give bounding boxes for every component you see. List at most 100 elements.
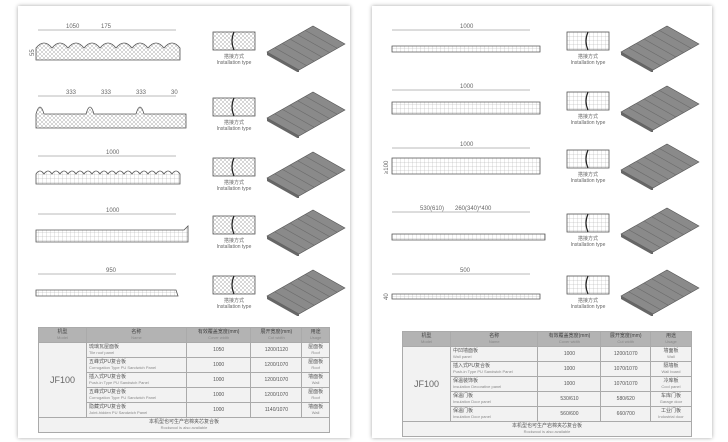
joint-detail-drawing bbox=[566, 149, 610, 169]
usage-en: Wall bbox=[311, 410, 320, 415]
usage-en: Garage door bbox=[659, 399, 683, 404]
install-label-cn: 搭接方式 bbox=[577, 236, 598, 242]
name-en: Insulation Door panel bbox=[453, 414, 491, 419]
header-cn: 名称 bbox=[131, 329, 142, 335]
dimension-label: 1000 bbox=[460, 84, 474, 90]
usage-cn: 隔墙板 bbox=[663, 363, 679, 369]
name-en: Corrugation Type PU Sandwich Panel bbox=[89, 365, 157, 370]
name-en: Push-in Type PU Sandwich Panel bbox=[89, 380, 149, 385]
usage-cn: 墙面板 bbox=[308, 374, 324, 380]
panel-3d-render bbox=[266, 91, 346, 138]
panel-3d-render bbox=[266, 269, 346, 316]
header-en: Cut width bbox=[617, 339, 635, 344]
usage-en: Cool panel bbox=[661, 384, 681, 389]
install-label-cn: 搭接方式 bbox=[577, 114, 598, 120]
cover-width-cell: 1000 bbox=[185, 387, 252, 403]
install-label-en: Installation type bbox=[570, 60, 606, 66]
column-header: 展开宽度(mm)Cut width bbox=[250, 327, 303, 343]
name-en: Joint-hidden PU Sandwich Panel bbox=[89, 410, 148, 415]
install-label-en: Installation type bbox=[570, 120, 606, 126]
footer-en: Rockwool is also available bbox=[523, 429, 571, 434]
usage-cn: 屋面板 bbox=[308, 359, 324, 365]
name-en: Insulation Decorative panel bbox=[453, 384, 502, 389]
install-label-en: Installation type bbox=[216, 244, 252, 250]
dimension-label: 333 bbox=[136, 90, 147, 96]
header-en: Name bbox=[131, 335, 142, 340]
install-label-en: Installation type bbox=[216, 186, 252, 192]
name-cn: 五峰式PU复合板 bbox=[89, 389, 126, 395]
header-en: Usage bbox=[309, 335, 322, 340]
header-en: Cut width bbox=[268, 335, 285, 340]
install-label-en: Installation type bbox=[216, 126, 252, 132]
install-label-cn: 搭接方式 bbox=[577, 298, 598, 304]
name-cn: 中凹墙面板 bbox=[453, 348, 479, 354]
usage-cn: 墙面板 bbox=[663, 348, 679, 354]
joint-detail-drawing bbox=[212, 157, 256, 177]
panel-profile-drawing: 1000 bbox=[35, 150, 181, 185]
install-label-cn: 搭接方式 bbox=[223, 54, 244, 60]
name-en: Push-in Type PU Sandwich Panel bbox=[453, 369, 513, 374]
model-cell: JF100 bbox=[38, 342, 87, 418]
joint-detail-drawing bbox=[212, 275, 256, 295]
header-en: Cover width bbox=[558, 339, 580, 344]
name-cn: 五峰式PU复合板 bbox=[89, 359, 126, 365]
usage-en: Roof bbox=[311, 395, 320, 400]
header-cn: 机型 bbox=[57, 329, 68, 335]
cut-width-cell: 1140/1070 bbox=[250, 402, 303, 418]
footer-en: Rockwool is also available bbox=[160, 425, 208, 430]
install-label-en: Installation type bbox=[216, 304, 252, 310]
dimension-label: 500 bbox=[460, 268, 471, 274]
usage-en: Wall bbox=[311, 380, 320, 385]
panel-row: 33333333330996搭接方式Installation type bbox=[18, 86, 350, 146]
cover-width-cell: 530/610 bbox=[537, 391, 602, 407]
panel-3d-render bbox=[266, 25, 346, 72]
panel-3d-render bbox=[620, 269, 700, 316]
usage-en: Roof bbox=[311, 365, 320, 370]
header-cn: 名称 bbox=[489, 333, 500, 339]
dimension-label: 1000 bbox=[106, 150, 120, 156]
panel-profile-drawing: 530(610)260(340)*400 bbox=[391, 206, 546, 241]
usage-cn: 墙面板 bbox=[308, 404, 324, 410]
install-label-en: Installation type bbox=[570, 304, 606, 310]
header-cn: 展开宽度(mm) bbox=[609, 333, 642, 339]
header-en: Name bbox=[488, 339, 500, 344]
cut-width-cell: 1070/1070 bbox=[600, 361, 651, 377]
usage-en: Roof bbox=[311, 350, 320, 355]
cover-width-cell: 1000 bbox=[537, 376, 602, 392]
name-cn: 保温门板 bbox=[453, 408, 474, 414]
install-label-cn: 搭接方式 bbox=[223, 180, 244, 186]
header-cn: 用途 bbox=[665, 333, 676, 339]
install-label-en: Installation type bbox=[216, 60, 252, 66]
cut-width-cell: 660/700 bbox=[600, 406, 651, 422]
cut-width-cell: 1200/1070 bbox=[250, 372, 303, 388]
cover-width-cell: 1000 bbox=[537, 361, 602, 377]
